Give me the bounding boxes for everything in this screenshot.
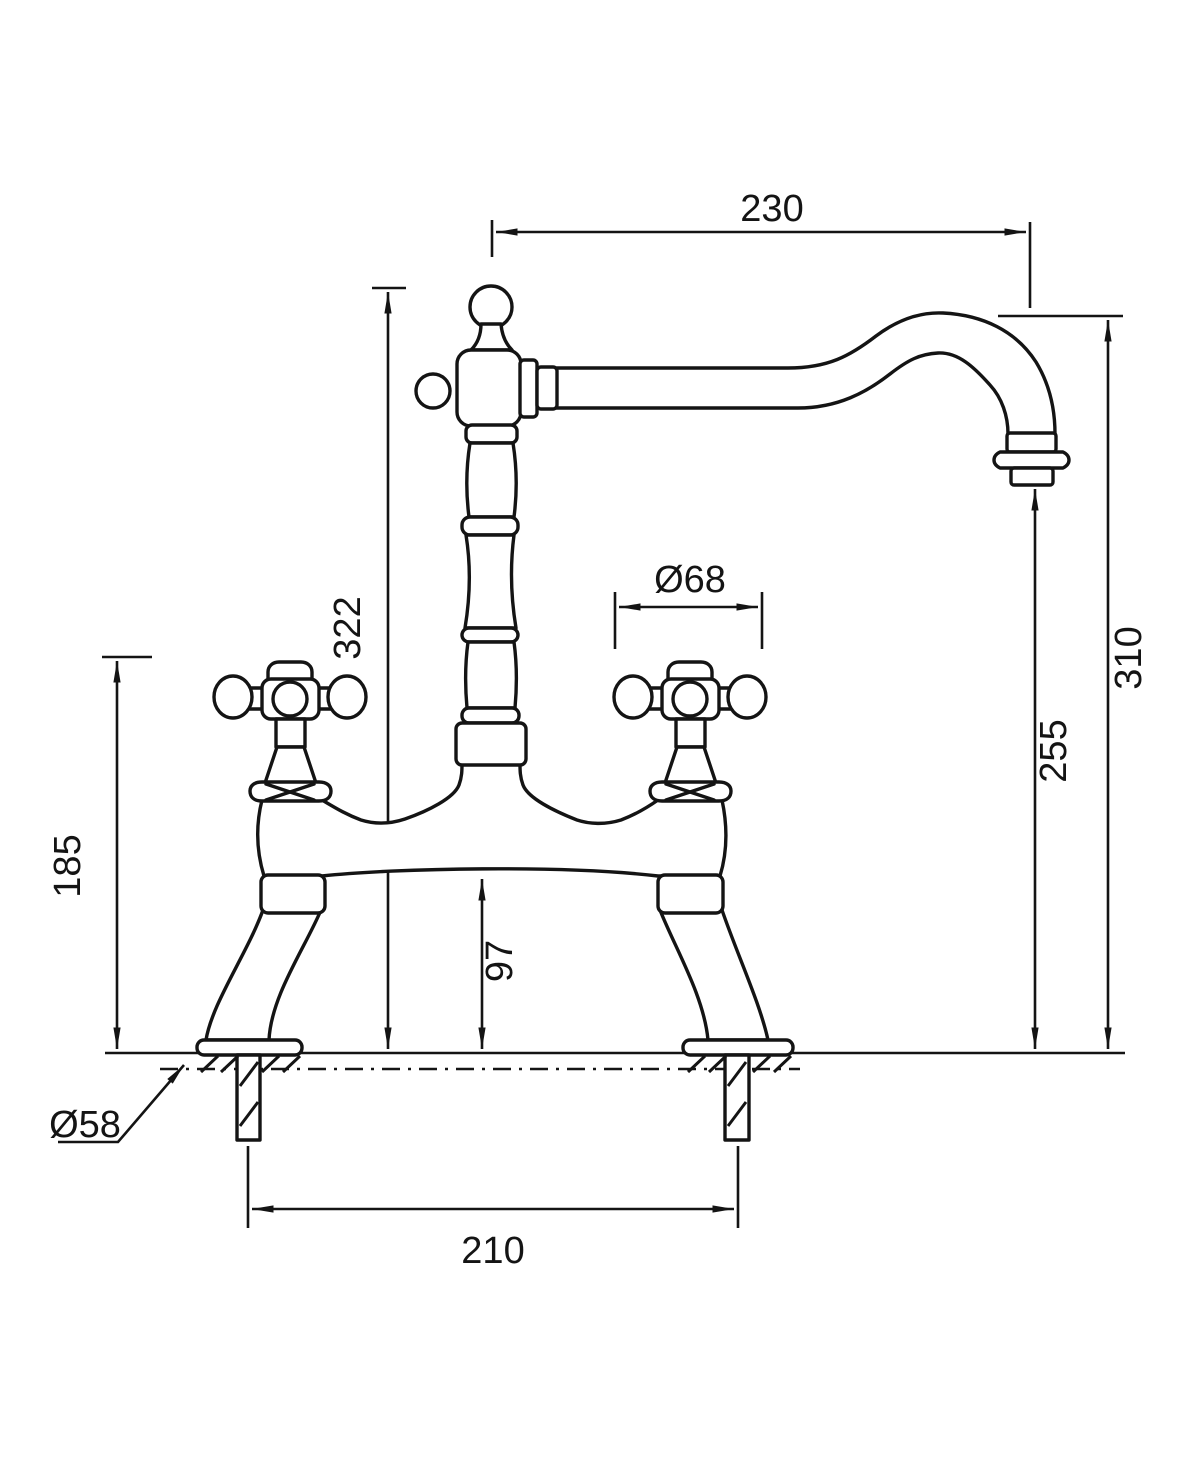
dim-label-spout-top-height: 310 bbox=[1108, 626, 1150, 689]
dim-label-spout-reach: 230 bbox=[740, 188, 803, 230]
right-shank bbox=[723, 1053, 751, 1142]
valve-body bbox=[455, 348, 523, 428]
counter-hatching bbox=[199, 1054, 793, 1074]
right-leg-collar bbox=[656, 873, 725, 915]
handle-bonnet bbox=[264, 745, 317, 785]
dim-handle-diameter: Ø68 bbox=[613, 559, 764, 649]
shank-hatch bbox=[726, 1061, 748, 1087]
right-base-flange bbox=[681, 1038, 795, 1057]
valve-side-ball bbox=[414, 372, 452, 410]
dim-spout-reach: 230 bbox=[490, 188, 1032, 308]
spout-outlet-collar bbox=[1005, 431, 1058, 454]
spout-outlet-flare bbox=[992, 450, 1071, 470]
column-bead-1 bbox=[460, 515, 520, 537]
handle-arm-ball-right bbox=[726, 674, 768, 720]
spout-joint-ridge bbox=[518, 358, 539, 419]
handle-arm-ball-left bbox=[612, 674, 654, 720]
dim-column-height: 322 bbox=[327, 286, 406, 1049]
right-leg bbox=[658, 908, 770, 1042]
dim-label-underbody-clearance: 97 bbox=[479, 940, 521, 982]
tap-legs bbox=[204, 908, 770, 1042]
finial-ball bbox=[468, 284, 514, 330]
handle-arm-ball-right bbox=[326, 674, 368, 720]
dim-underbody-clearance: 97 bbox=[478, 879, 521, 1049]
handle-arm-ball-left bbox=[212, 674, 254, 720]
dim-base-diameter: Ø58 bbox=[49, 1064, 185, 1146]
handle-stem bbox=[674, 717, 707, 749]
column-base-nut bbox=[454, 721, 528, 767]
central-column bbox=[414, 284, 559, 767]
left-base-flange bbox=[195, 1038, 304, 1057]
spout-outlet-mouth bbox=[1009, 466, 1055, 487]
dim-label-column-height: 322 bbox=[327, 596, 369, 659]
left-shank bbox=[235, 1053, 262, 1142]
handle-bonnet bbox=[664, 745, 717, 785]
handle-hub-circle bbox=[271, 680, 309, 718]
column-bead-3 bbox=[460, 706, 521, 725]
handle-hub-circle bbox=[671, 680, 709, 718]
handle-stem bbox=[274, 717, 307, 749]
hex-nut-facet bbox=[664, 782, 716, 802]
hex-nut-facet bbox=[264, 782, 316, 802]
dim-label-handle-height: 185 bbox=[47, 834, 89, 897]
shank-hatch bbox=[238, 1061, 260, 1087]
handle-cap bbox=[266, 660, 314, 683]
handle-cap bbox=[666, 660, 714, 683]
bridge-body bbox=[255, 762, 728, 878]
shank-body bbox=[235, 1053, 262, 1142]
left-leg bbox=[204, 908, 323, 1042]
shank-hatch bbox=[726, 1101, 748, 1127]
column-washer bbox=[464, 423, 519, 445]
column-waist bbox=[463, 533, 518, 630]
dim-spout-top-height: 310 bbox=[998, 314, 1150, 1049]
right-handle bbox=[612, 660, 768, 803]
spout bbox=[554, 311, 1057, 436]
dim-outlet-clearance: 255 bbox=[1031, 489, 1075, 1049]
shank-hatch bbox=[238, 1101, 260, 1127]
left-handle bbox=[212, 660, 368, 803]
column-bead-2 bbox=[460, 626, 520, 644]
spout-joint-collar bbox=[535, 365, 559, 411]
shank-body bbox=[723, 1053, 751, 1142]
dim-hole-centres: 210 bbox=[246, 1146, 740, 1272]
dim-label-handle-diameter: Ø68 bbox=[654, 559, 726, 601]
dim-handle-height: 185 bbox=[47, 655, 152, 1049]
column-barrel-upper bbox=[465, 441, 518, 519]
left-leg-collar bbox=[259, 873, 327, 915]
dim-label-outlet-clearance: 255 bbox=[1033, 719, 1075, 782]
finial-neck bbox=[469, 322, 514, 352]
leader-line bbox=[58, 1064, 185, 1144]
dim-label-base-diameter: Ø58 bbox=[49, 1104, 121, 1146]
column-barrel-lower bbox=[463, 640, 519, 710]
dim-label-hole-centres: 210 bbox=[461, 1230, 524, 1272]
